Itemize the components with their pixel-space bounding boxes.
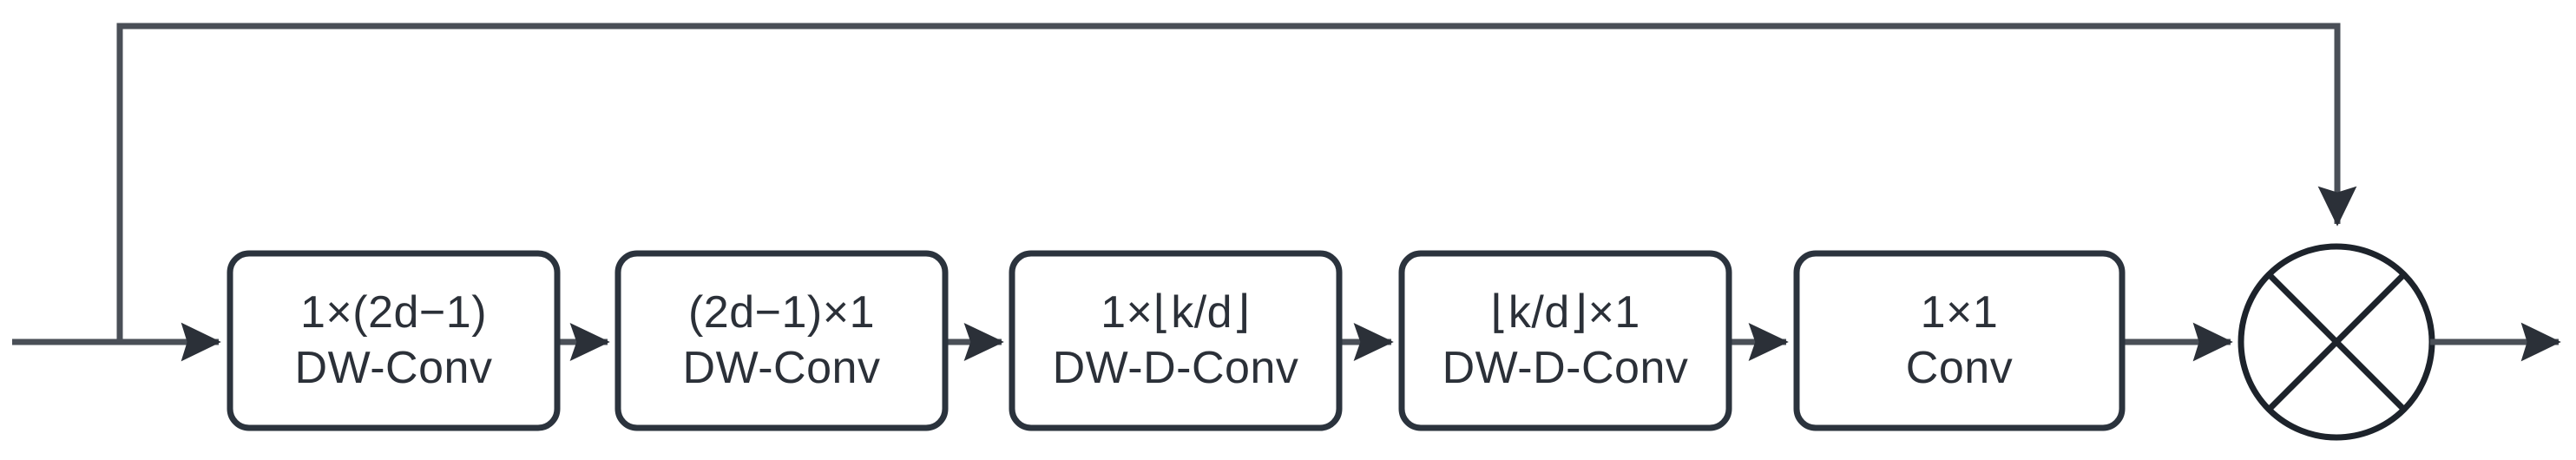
- block-rect-2[interactable]: [614, 250, 949, 431]
- multiply-node[interactable]: [2238, 243, 2435, 441]
- block-rect-5[interactable]: [1793, 250, 2126, 431]
- skip-connection-path: [116, 23, 2357, 342]
- block-shapes: [227, 250, 2126, 431]
- block-rect-4[interactable]: [1398, 250, 1732, 431]
- block-rect-1[interactable]: [227, 250, 561, 431]
- block-rect-3[interactable]: [1009, 250, 1343, 431]
- multiply-icon-stroke-b: [2266, 272, 2407, 412]
